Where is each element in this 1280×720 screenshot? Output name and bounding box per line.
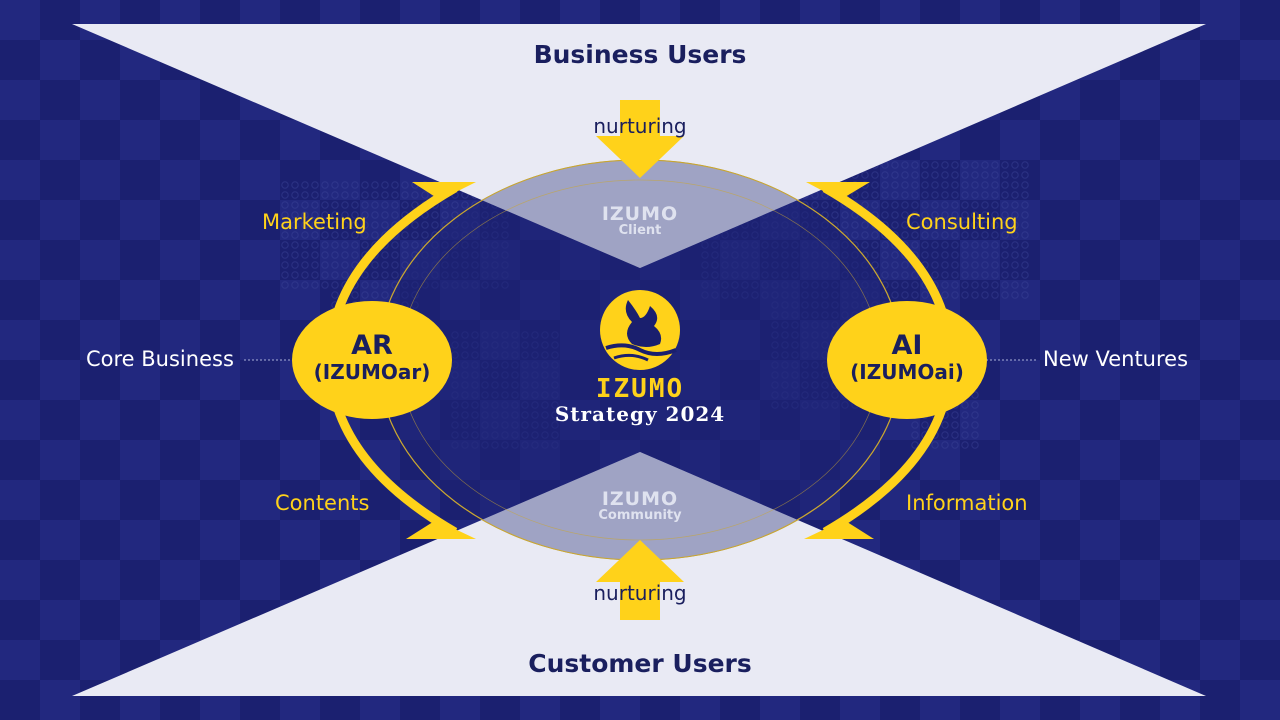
community-sub: Community [598,508,682,523]
arrowhead-top-right [806,182,870,200]
business-users-title: Business Users [533,40,747,69]
arrowhead-top-left [412,182,476,200]
ai-node [827,301,987,419]
ai-subtitle: (IZUMOai) [850,360,964,384]
ar-node [292,301,452,419]
strategy-label: Strategy 2024 [554,402,726,426]
contents-label: Contents [275,491,370,515]
ar-subtitle: (IZUMOar) [313,360,431,384]
new-ventures-label: New Ventures [1043,347,1189,371]
arrowhead-bottom-left [406,520,476,539]
customer-users-title: Customer Users [528,649,752,678]
arrowhead-bottom-right [804,520,874,539]
nurturing-label-top: nurturing [593,114,687,138]
consulting-label: Consulting [906,210,1018,234]
rabbit-emblem-icon [600,290,680,370]
ar-title: AR [351,330,393,361]
client-brand: IZUMO [601,203,679,225]
core-business-label: Core Business [86,347,234,371]
marketing-label: Marketing [262,210,367,234]
community-brand: IZUMO [601,488,679,510]
nurturing-arrow-down [596,100,684,178]
center-brand: IZUMO [595,374,685,404]
nurturing-label-bottom: nurturing [593,581,687,605]
nurturing-arrow-up [596,540,684,620]
information-label: Information [906,491,1028,515]
client-sub: Client [618,223,662,238]
ai-title: AI [891,330,923,361]
